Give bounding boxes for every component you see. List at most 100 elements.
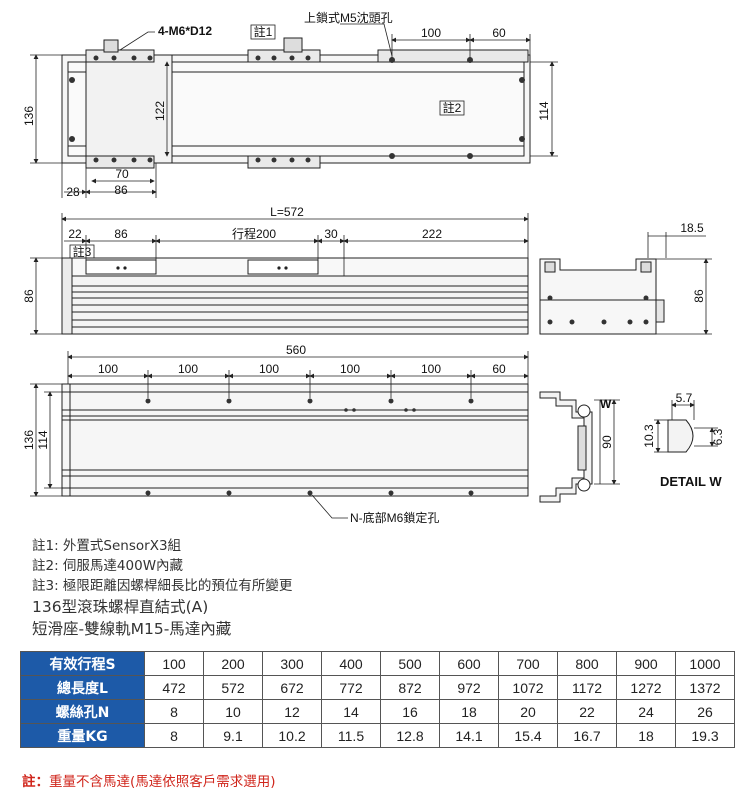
row-header: 總長度L [20, 675, 145, 700]
table-cell: 572 [203, 675, 263, 700]
top-carriage [85, 54, 173, 164]
table-cell: 800 [557, 651, 617, 676]
side-dim-stroke: 行程200 [232, 226, 276, 241]
side-dim-30: 30 [324, 227, 338, 241]
top-block-right [377, 49, 529, 63]
bottom-holes [145, 398, 474, 496]
table-cell: 472 [144, 675, 204, 700]
table-cell: 16.7 [557, 723, 617, 748]
detail-dim-6-3: 6.3 [711, 428, 725, 445]
detail-w-title: DETAIL W [660, 474, 722, 489]
footnote: 註：重量不含馬達(馬達依照客戶需求選用) [22, 770, 276, 790]
table-cell: 14.1 [439, 723, 499, 748]
note-3: 註3: 極限距離因螺桿細長比的預位有所變更 [32, 578, 293, 594]
table-cell: 300 [262, 651, 322, 676]
table-cell: 9.1 [203, 723, 263, 748]
top-view [61, 37, 531, 169]
top-dim-28: 28 [66, 185, 80, 199]
detail-dim-5-7: 5.7 [676, 391, 693, 405]
table-cell: 872 [380, 675, 440, 700]
end-holes [547, 295, 649, 325]
end-dimensions [647, 232, 712, 335]
footnote-text: 重量不含馬達(馬達依照客戶需求選用) [49, 774, 276, 790]
table-cell: 20 [498, 699, 558, 724]
table-cell: 400 [321, 651, 381, 676]
top-dim-60: 60 [492, 26, 506, 40]
detail-w [667, 419, 694, 453]
side-dim-222: 222 [422, 227, 442, 241]
side-dim-22: 22 [68, 227, 82, 241]
top-dim-136: 136 [22, 106, 36, 126]
top-label-note1: 註1 [254, 25, 273, 39]
table-cell: 1072 [498, 675, 558, 700]
note2-box [439, 100, 465, 116]
row-header: 螺絲孔N [20, 699, 145, 724]
bottom-dim-pitch-1: 100 [98, 362, 118, 376]
table-cell: 200 [203, 651, 263, 676]
table-cell: 19.3 [675, 723, 735, 748]
side-dim-86: 86 [114, 227, 128, 241]
top-dim-122: 122 [153, 101, 167, 121]
top-label-note2: 註2 [443, 101, 462, 115]
side-dots [116, 266, 288, 270]
table-cell: 1272 [616, 675, 676, 700]
detail-dim-10-3: 10.3 [642, 424, 656, 448]
side-dim-86-height: 86 [22, 289, 36, 303]
technical-drawing: 136 122 114 70 28 86 100 60 4-M6*D12 註1 … [22, 10, 725, 525]
note1-box [250, 24, 276, 40]
table-cell: 672 [262, 675, 322, 700]
note-1: 註1: 外置式SensorX3組 [32, 538, 182, 554]
table-cell: 8 [144, 699, 204, 724]
note3-box [69, 244, 95, 259]
top-label-top-lock: 上鎖式M5沈頭孔 [304, 10, 393, 25]
bottom-dim-pitch-2: 100 [178, 362, 198, 376]
end-view [539, 258, 665, 335]
note-2: 註2: 伺服馬達400W內藏 [32, 558, 184, 574]
table-cell: 18 [439, 699, 499, 724]
side-view [61, 257, 529, 335]
table-cell: 15.4 [498, 723, 558, 748]
profile-outline [539, 391, 593, 503]
bottom-dimensions [30, 351, 529, 519]
table-cell: 1000 [675, 651, 735, 676]
bottom-dim-136: 136 [22, 430, 36, 450]
table-cell: 12 [262, 699, 322, 724]
table-cell: 1172 [557, 675, 617, 700]
table-cell: 18 [616, 723, 676, 748]
side-dim-total: L=572 [270, 205, 304, 219]
bottom-dim-114: 114 [36, 430, 50, 449]
bottom-dim-pitch-5: 100 [421, 362, 441, 376]
title-line-1: 136型滾珠螺桿直結式(A) [32, 598, 209, 616]
side-dimensions [30, 213, 529, 335]
end-dim-86: 86 [692, 289, 706, 303]
top-holes [69, 55, 525, 163]
table-cell: 972 [439, 675, 499, 700]
detail-w-shape [667, 419, 694, 453]
top-dim-114: 114 [537, 101, 551, 120]
table-cell: 900 [616, 651, 676, 676]
bottom-rail-outer [61, 383, 529, 497]
table-cell: 26 [675, 699, 735, 724]
top-dim-86: 86 [114, 183, 128, 197]
side-block [247, 259, 319, 275]
table-cell: 10 [203, 699, 263, 724]
side-end-cap [61, 257, 73, 335]
table-cell: 100 [144, 651, 204, 676]
row-header: 重量KG [20, 723, 145, 748]
top-block-mid-b [247, 155, 321, 169]
table-cell: 14 [321, 699, 381, 724]
side-carriage [85, 259, 157, 275]
profile-dim-90: 90 [600, 435, 614, 449]
bottom-label-holes: N-底部M6鎖定孔 [350, 510, 439, 525]
profile-view [539, 391, 601, 503]
profile-dimensions [594, 399, 620, 485]
table-cell: 22 [557, 699, 617, 724]
side-label-note3: 註3 [73, 245, 92, 259]
top-dim-70: 70 [115, 167, 129, 181]
top-dimensions [30, 23, 558, 198]
